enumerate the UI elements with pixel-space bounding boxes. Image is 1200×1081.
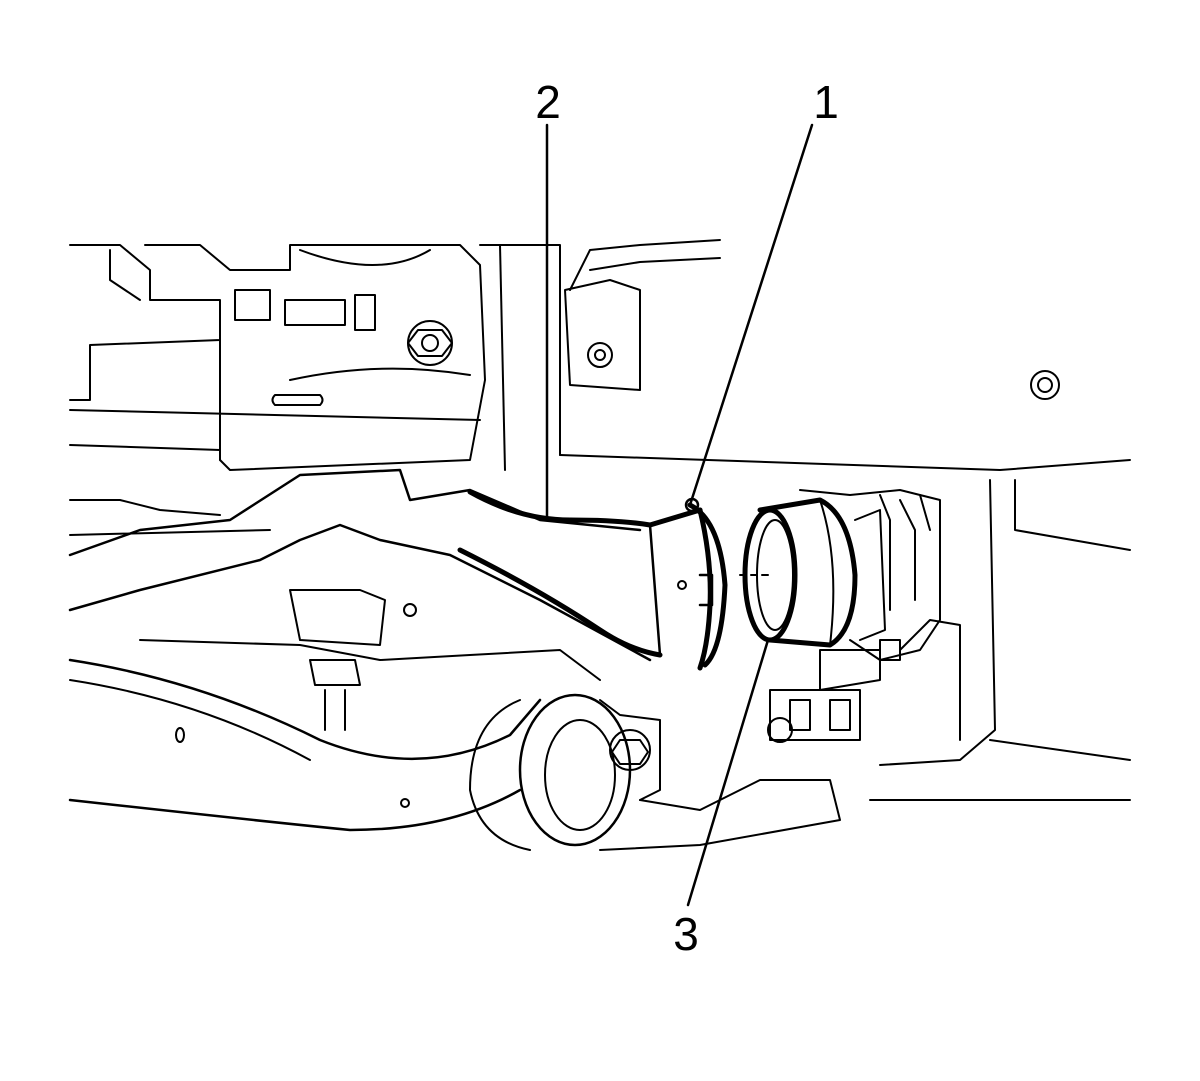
underbody-panel xyxy=(69,244,561,471)
floor-right xyxy=(559,370,1131,801)
hanger-bracket xyxy=(564,239,721,391)
callout-2: 2 xyxy=(535,76,561,128)
mounting-bolt-top xyxy=(407,320,453,366)
leader-line-3 xyxy=(686,638,770,907)
exhaust-pipe xyxy=(457,489,703,658)
callout-3: 3 xyxy=(673,908,699,960)
cross-member xyxy=(68,468,652,681)
bushing xyxy=(469,693,841,851)
callout-1: 1 xyxy=(813,76,839,128)
pipe-clamp xyxy=(684,497,728,671)
muffler-inlet xyxy=(739,497,886,648)
lower-control-arm xyxy=(68,658,542,832)
muffler-assembly xyxy=(767,489,961,743)
isolator-nut xyxy=(309,659,361,731)
leader-line-1 xyxy=(688,123,814,507)
